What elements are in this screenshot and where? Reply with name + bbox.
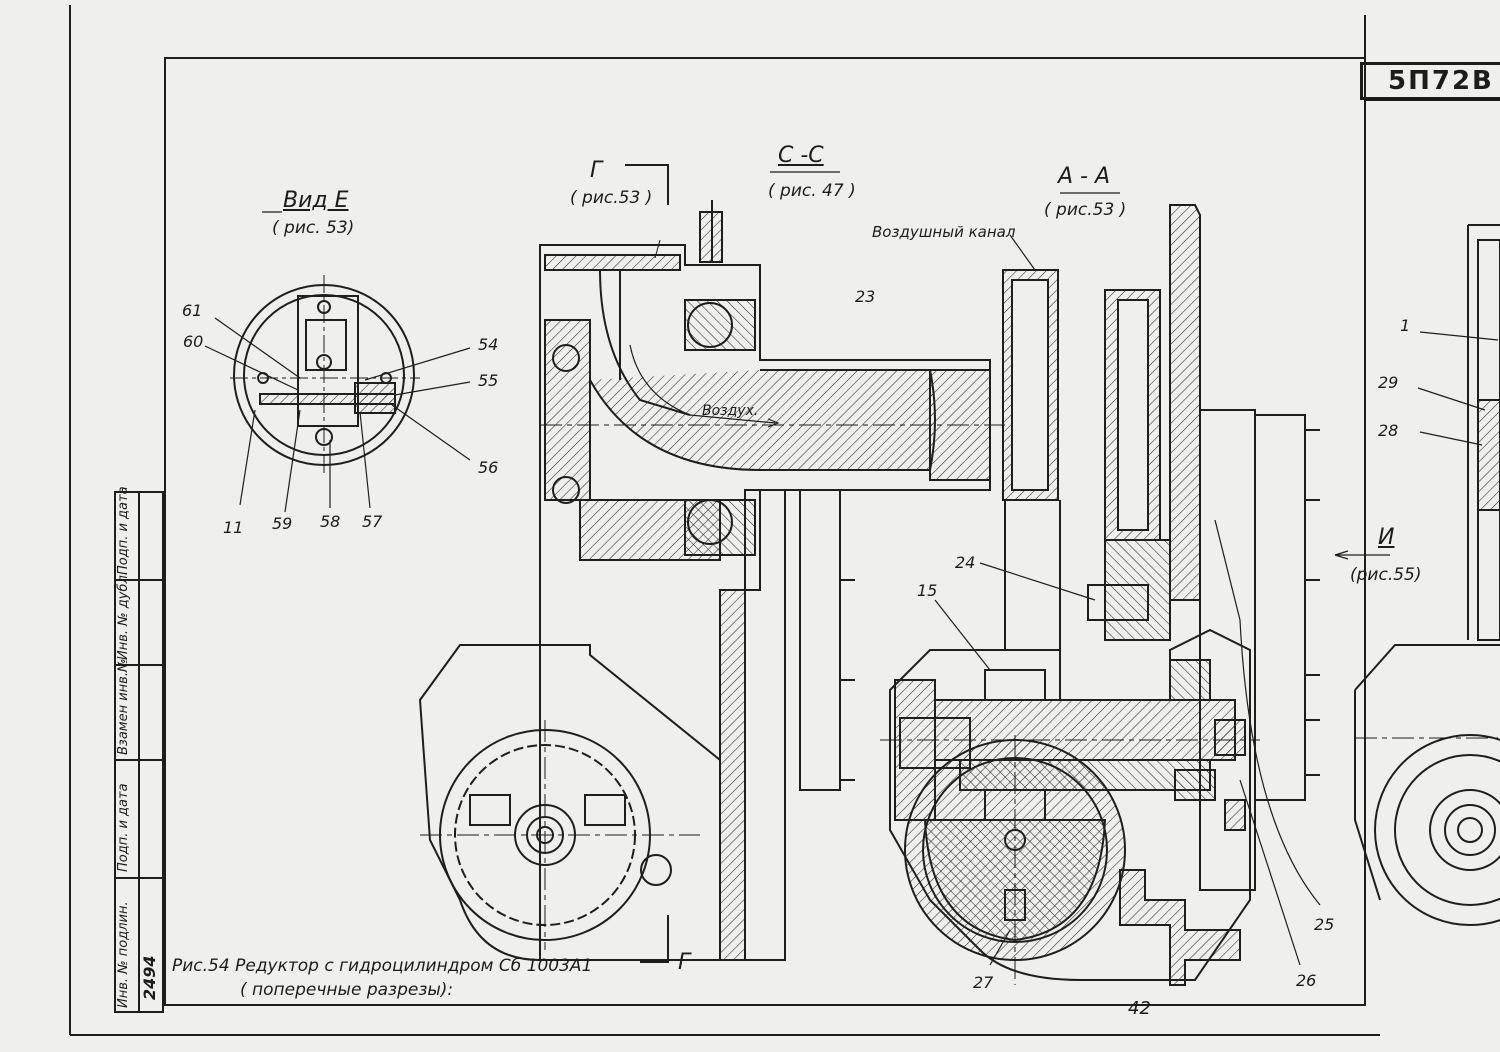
section-c-c-title: С -С — [778, 143, 824, 168]
part-24: 24 — [955, 553, 976, 572]
part-27: 27 — [973, 973, 994, 992]
part-15: 15 — [917, 581, 938, 600]
view-e-title: Вид Е — [283, 188, 349, 213]
part-59: 59 — [272, 514, 293, 533]
section-g-bottom-mark: Г — [678, 950, 691, 975]
tb-inv-original-value: 2494 — [140, 955, 159, 1000]
view-i-partial-drawing — [1334, 224, 1500, 926]
stamp-frame — [1360, 62, 1500, 100]
part-55: 55 — [478, 371, 499, 390]
section-a-a-ref: ( рис.53 ) — [1044, 200, 1127, 220]
section-c-c-drawing — [418, 164, 1005, 963]
tb-inv-duplicate: Инв. № дубл. — [116, 571, 131, 660]
tb-sign-date-1: Подп. и дата — [116, 783, 131, 872]
section-a-a-title: А - А — [1058, 164, 1111, 189]
section-g-title: Г — [590, 158, 603, 183]
view-i-ref: (рис.55) — [1350, 565, 1422, 585]
air-flow-label: Воздух. — [702, 403, 759, 419]
figure-caption: Рис.54 Редуктор с гидроцилиндром Сб 1003… — [172, 956, 593, 976]
part-61: 61 — [182, 301, 203, 320]
page-number: 42 — [1128, 998, 1151, 1019]
tb-sign-date-2: Подп. и дата — [116, 486, 131, 575]
inner-frame — [164, 57, 1366, 1006]
part-60: 60 — [183, 332, 204, 351]
part-1: 1 — [1400, 316, 1411, 335]
section-a-a-drawing — [880, 204, 1321, 986]
part-58: 58 — [320, 512, 341, 531]
part-29: 29 — [1378, 373, 1399, 392]
part-57: 57 — [362, 512, 383, 531]
figure-caption-sub: ( поперечные разрезы): — [240, 980, 454, 1000]
section-c-c-ref: ( рис. 47 ) — [768, 181, 856, 201]
section-g-ref: ( рис.53 ) — [570, 188, 653, 208]
part-54: 54 — [478, 335, 499, 354]
outer-frame — [69, 5, 1380, 1036]
part-11: 11 — [223, 518, 244, 537]
view-e-ref: ( рис. 53) — [272, 218, 355, 238]
drawing-stamp: 5П72В — [1388, 66, 1494, 96]
part-28: 28 — [1378, 421, 1399, 440]
part-26: 26 — [1296, 971, 1317, 990]
part-25: 25 — [1314, 915, 1335, 934]
title-block-strip — [114, 491, 164, 1013]
air-channel-label: Воздушный канал — [872, 223, 1016, 241]
view-i-title: И — [1378, 525, 1395, 550]
view-e-drawing — [204, 275, 471, 513]
tb-replace-inv: Взамен инв.№ — [116, 658, 131, 756]
tb-inv-original: Инв. № подлин. — [116, 901, 131, 1008]
part-56: 56 — [478, 458, 499, 477]
part-23: 23 — [855, 287, 876, 306]
